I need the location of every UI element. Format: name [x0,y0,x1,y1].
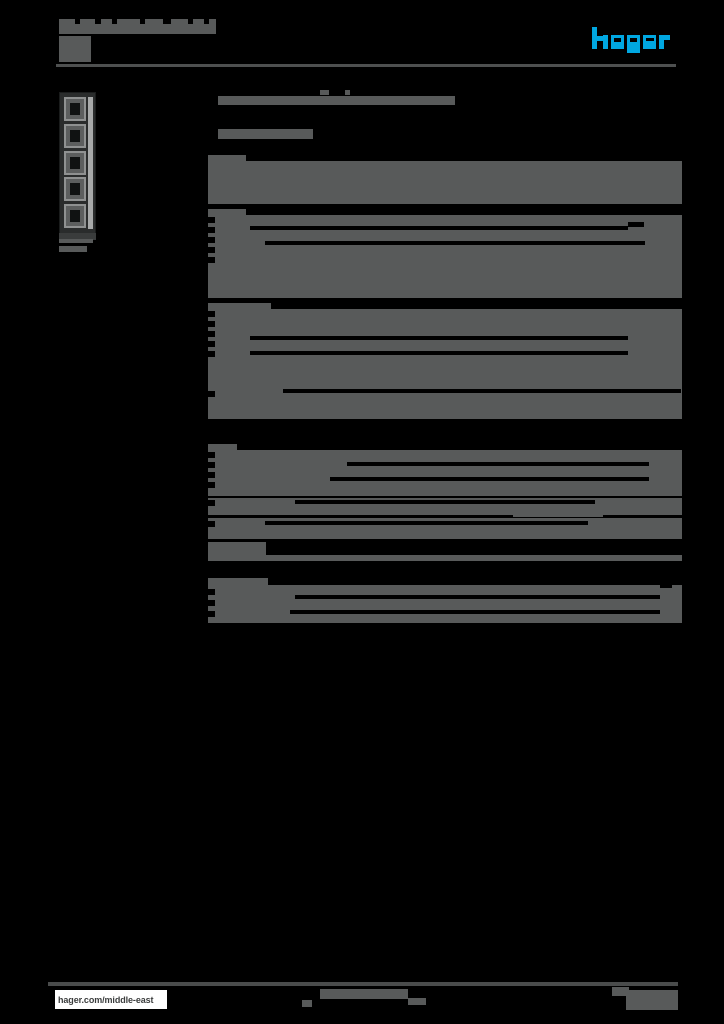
section-8-band [208,585,682,623]
section-2-label [208,209,246,215]
section-3-row-tick-4 [208,341,215,347]
section-4-leader-line-2 [330,477,649,481]
frame-gang-2 [64,124,86,148]
logo-glyph-h [592,27,597,49]
logo-glyph-h-bar [596,36,605,41]
section-4-row-tick-4 [208,482,215,488]
footer-right-block-1 [612,987,629,996]
heading-block-3 [345,90,350,95]
caption-line-1 [59,239,93,243]
section-3-band [208,309,682,419]
header-divider [56,64,676,67]
section-3-row-tick-2 [208,321,215,327]
section-7-label [208,542,266,555]
section-2-row-tick-2 [208,227,215,233]
page-title-notch-1 [75,19,80,24]
section-6-leader-line-1 [265,521,588,525]
footer-center-block-3 [408,998,426,1005]
section-5-leader-line-1 [295,500,595,504]
section-4-band [208,450,682,496]
heading-block-2 [320,90,329,95]
section-3-leader-line-1 [250,336,628,340]
section-3-row-tick-1 [208,311,215,317]
section-2-row-tick-3 [208,237,215,243]
caption-line-2 [59,246,87,252]
section-3-leader-line-2 [250,351,628,355]
section-4-row-tick-3 [208,472,215,478]
section-3-row-tick-3 [208,331,215,337]
section-2-row-tick-4 [208,247,215,253]
section-8-leader-line-2 [290,610,660,614]
section-5-row-tick-1 [208,500,215,506]
section-1-label [208,155,246,161]
page-title-notch-6 [188,19,193,24]
section-1-band [208,161,682,204]
page-title-notch-7 [204,19,209,24]
logo-glyph-e-cut [646,38,654,41]
hager-logo: hager [592,25,678,53]
frame-side-edge [88,97,93,229]
footer-center-block-1 [320,989,408,999]
section-6-row-tick-1 [208,521,215,527]
section-2-row-tick-1 [208,217,215,223]
section-2-row-tick-5 [208,257,215,263]
section-4-row-tick-1 [208,452,215,458]
product-image-five-gang-frame [59,92,96,235]
product-image-shadow [59,233,96,240]
heading-block-1 [218,96,455,105]
heading-block-4 [218,129,313,139]
logo-glyph-r-arm [663,35,670,40]
section-3-leader-line-3 [283,389,681,393]
frame-gang-1 [64,97,86,121]
footer-right-block-2 [626,990,678,1010]
section-4-leader-line-1 [347,462,649,466]
section-8-row-tick-1 [208,589,215,595]
section-2-right-notch [628,222,644,227]
logo-glyph-a-cut [614,38,621,42]
section-8-row-tick-3 [208,611,215,617]
frame-gang-3 [64,151,86,175]
section-8-leader-line-1 [295,595,660,599]
logo-glyph-r [659,35,664,49]
section-3-row-tick-6 [208,391,215,397]
page-title-line-2 [59,36,91,62]
footer-center-block-2 [302,1000,312,1007]
logo-glyph-h2 [603,35,608,49]
section-8-row-tick-2 [208,600,215,606]
page-title-notch-4 [140,19,145,24]
section-3-label [208,303,271,309]
frame-gang-4 [64,177,86,201]
page-title-notch-5 [163,19,171,24]
section-8-right-notch [660,583,672,588]
section-7-band [208,555,682,561]
footer-url-link[interactable]: hager.com/middle-east [55,990,167,1009]
section-4-row-tick-2 [208,462,215,468]
section-2-leader-line-1 [250,226,628,230]
footer-divider [48,982,678,986]
section-5-right-block [513,509,603,517]
page-title-notch-3 [112,19,117,24]
section-3-row-tick-5 [208,351,215,357]
section-2-leader-line-2 [265,241,645,245]
section-8-label [208,578,268,585]
page-title-notch-2 [95,19,101,24]
logo-glyph-g-cut [630,38,637,42]
frame-gang-5 [64,204,86,228]
footer-url-text: hager.com/middle-east [58,994,154,1005]
section-4-label [208,444,237,450]
